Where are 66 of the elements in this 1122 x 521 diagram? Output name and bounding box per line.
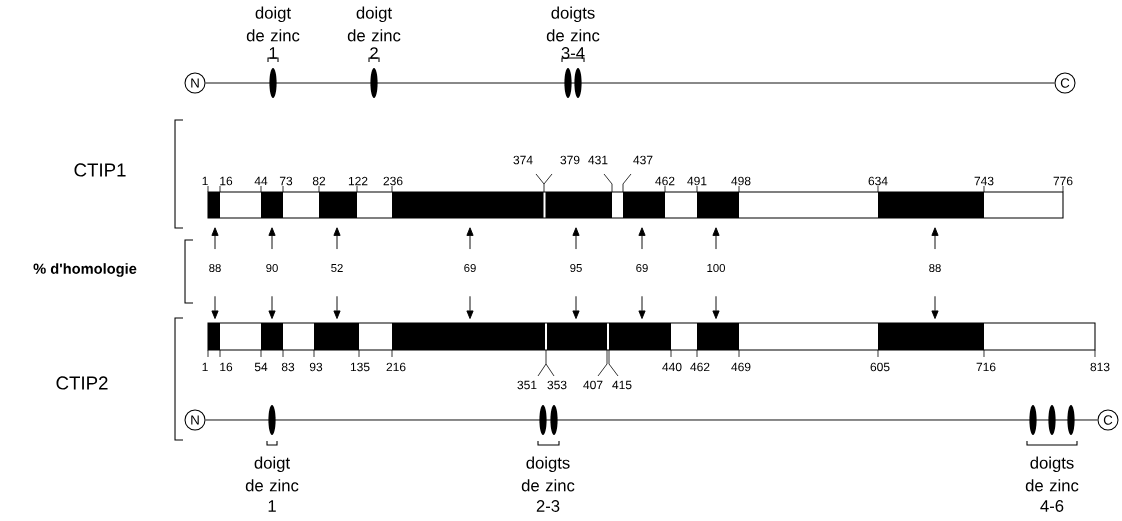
position-number: 216 bbox=[386, 362, 406, 372]
position-number: 93 bbox=[309, 362, 323, 372]
position-number: 1 bbox=[202, 362, 208, 372]
homology-arrow bbox=[268, 227, 276, 250]
domain-number: 1 bbox=[268, 500, 276, 512]
homology-arrow bbox=[333, 295, 341, 319]
homology-arrow bbox=[931, 295, 939, 319]
domain-label: doigt de zinc bbox=[245, 456, 299, 492]
domain-number: 1 bbox=[269, 47, 277, 59]
domain-number: 4-6 bbox=[1040, 500, 1064, 512]
homology-value: 100 bbox=[707, 264, 725, 272]
homology-arrow bbox=[268, 295, 276, 319]
homology-value: 88 bbox=[209, 264, 221, 272]
homology-value: 95 bbox=[570, 264, 582, 272]
position-number: 431 bbox=[588, 155, 608, 165]
position-number: 440 bbox=[662, 362, 682, 372]
domain-label: doigts de zinc bbox=[546, 6, 600, 42]
protein-label: CTIP2 bbox=[56, 376, 108, 390]
homology-value: 52 bbox=[331, 264, 343, 272]
position-number: 415 bbox=[612, 380, 632, 390]
position-number: 351 bbox=[517, 380, 537, 390]
homology-arrow bbox=[211, 227, 219, 250]
position-number: 407 bbox=[583, 380, 603, 390]
homology-value: 69 bbox=[464, 264, 476, 272]
position-number: 776 bbox=[1053, 176, 1073, 186]
protein-bar bbox=[207, 322, 1096, 351]
homology-arrow bbox=[712, 295, 720, 319]
homology-arrow bbox=[572, 227, 580, 250]
domain-label: doigt de zinc bbox=[246, 6, 300, 42]
homology-arrow bbox=[466, 227, 474, 250]
homology-arrow bbox=[466, 295, 474, 319]
homology-arrow bbox=[333, 227, 341, 250]
domain-label: doigt de zinc bbox=[347, 6, 401, 42]
position-number: 135 bbox=[350, 362, 370, 372]
domain-label: doigts de zinc bbox=[521, 456, 575, 492]
homology-value: 88 bbox=[929, 264, 941, 272]
position-number: 374 bbox=[513, 155, 533, 165]
position-number: 469 bbox=[731, 362, 751, 372]
row-label: % d'homologie bbox=[33, 263, 137, 277]
position-number: 605 bbox=[870, 362, 890, 372]
homology-value: 90 bbox=[266, 264, 278, 272]
homology-arrow bbox=[931, 227, 939, 250]
homology-arrow bbox=[572, 295, 580, 319]
domain-label: doigts de zinc bbox=[1025, 456, 1079, 492]
position-number: 16 bbox=[220, 362, 233, 372]
homology-arrow bbox=[638, 295, 646, 319]
position-number: 462 bbox=[690, 362, 710, 372]
domain-number: 3-4 bbox=[561, 47, 585, 59]
position-number: 83 bbox=[281, 362, 295, 372]
position-number: 1 bbox=[202, 176, 208, 186]
homology-arrow bbox=[211, 295, 219, 319]
protein-line bbox=[205, 419, 1098, 421]
domain-number: 2-3 bbox=[536, 500, 560, 512]
position-number: 437 bbox=[633, 155, 653, 165]
position-number: 716 bbox=[976, 362, 996, 372]
protein-line bbox=[205, 82, 1055, 84]
position-number: 54 bbox=[254, 362, 268, 372]
protein-bar bbox=[207, 191, 1064, 219]
domain-number: 2 bbox=[370, 47, 378, 59]
homology-value: 69 bbox=[636, 264, 648, 272]
homology-arrow bbox=[712, 227, 720, 250]
position-number: 379 bbox=[560, 155, 580, 165]
position-number: 353 bbox=[547, 380, 567, 390]
protein-label: CTIP1 bbox=[74, 163, 126, 177]
homology-arrow bbox=[638, 227, 646, 250]
position-number: 813 bbox=[1090, 362, 1110, 372]
